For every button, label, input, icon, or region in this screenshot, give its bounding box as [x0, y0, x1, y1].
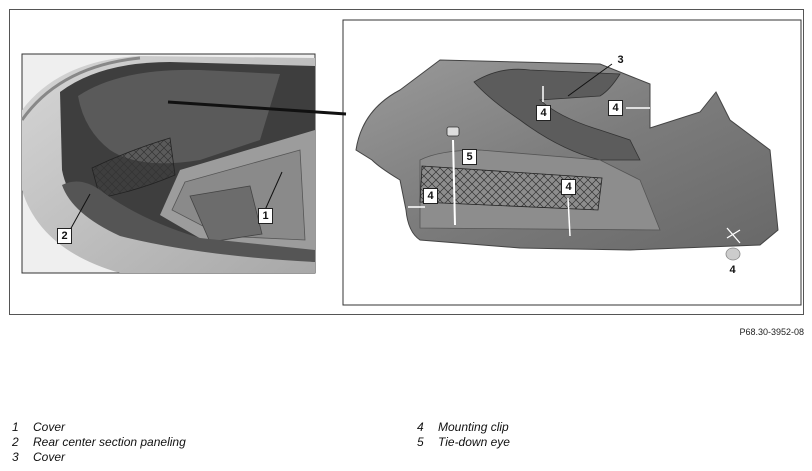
leader-lines — [69, 63, 613, 231]
legend-right: 4 Mounting clip 5 Tie-down eye — [417, 420, 510, 450]
callout-2: 2 — [57, 228, 72, 244]
legend-left: 1 Cover 2 Rear center section paneling 3… — [12, 420, 186, 465]
legend-number: 3 — [12, 450, 19, 464]
reference-code: P68.30-3952-08 — [739, 327, 804, 337]
legend-item: 1 Cover — [12, 420, 186, 435]
callout-4-right: 4 — [608, 100, 623, 116]
callout-4-top: 4 — [536, 105, 551, 121]
legend-number: 2 — [12, 435, 19, 449]
legend-text: Rear center section paneling — [33, 435, 186, 449]
callout-5: 5 — [462, 149, 477, 165]
legend-text: Mounting clip — [438, 420, 509, 434]
legend-number: 1 — [12, 420, 19, 434]
legend-item: 4 Mounting clip — [417, 420, 510, 435]
callout-4-loose: 4 — [729, 264, 736, 276]
callout-3: 3 — [617, 54, 624, 66]
callout-4-left: 4 — [423, 188, 438, 204]
trunk-illustration — [20, 19, 802, 306]
legend-number: 5 — [417, 435, 424, 449]
callout-4-center: 4 — [561, 179, 576, 195]
legend-text: Tie-down eye — [438, 435, 510, 449]
paneling-illustration — [342, 19, 802, 306]
legend-item: 2 Rear center section paneling — [12, 435, 186, 450]
legend-text: Cover — [33, 420, 66, 434]
legend-number: 4 — [417, 420, 424, 434]
legend-text: Cover — [33, 450, 66, 464]
legend-item: 3 Cover — [12, 450, 186, 465]
callout-1: 1 — [258, 208, 273, 224]
connector-line — [167, 100, 347, 116]
legend-item: 5 Tie-down eye — [417, 435, 510, 450]
